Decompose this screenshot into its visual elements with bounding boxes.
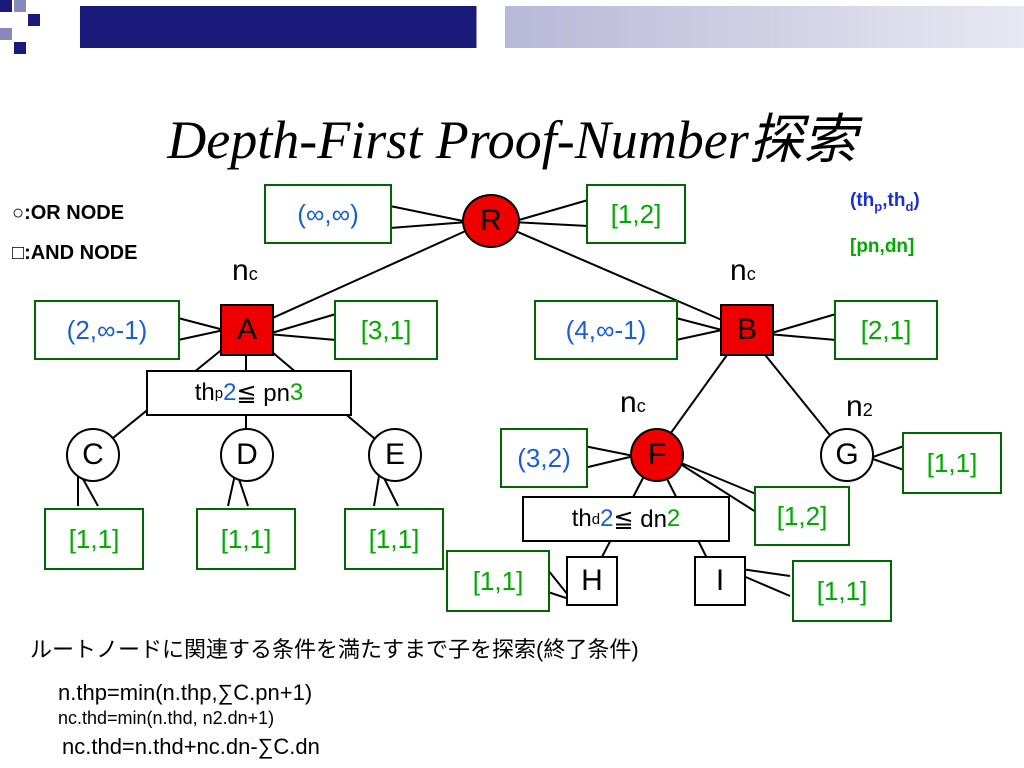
corner-decoration [0, 0, 80, 60]
callout-f-threshold: (3,2) [500, 428, 588, 488]
callout-r-pn: [1,2] [586, 184, 686, 244]
label-nc-left: nc [232, 254, 258, 287]
callout-i-pn: [1,1] [792, 560, 892, 622]
label-n2-g: n2 [846, 390, 873, 423]
header-bar [80, 6, 1024, 48]
node-i[interactable]: I [694, 556, 746, 606]
callout-b-pn: [2,1] [834, 300, 938, 360]
callout-a-pn: [3,1] [334, 300, 438, 360]
callout-a-threshold: (2,∞-1) [34, 300, 180, 360]
callout-f-pn: [1,2] [754, 486, 850, 546]
callout-r-threshold: (∞,∞) [264, 184, 392, 244]
callout-e-pn: [1,1] [344, 508, 444, 570]
node-e[interactable]: E [368, 428, 422, 482]
callout-h-pn: [1,1] [446, 550, 550, 612]
label-nc-f: nc [620, 386, 646, 419]
label-nc-right: nc [730, 254, 756, 287]
formula-nc-thd: nc.thd=n.thd+nc.dn-∑C.dn [62, 734, 320, 759]
formula-nc-thd-min: nc.thd=min(n.thd, n2.dn+1) [58, 708, 275, 728]
legend-or-node: ○:OR NODE [12, 202, 125, 224]
node-f[interactable]: F [630, 428, 684, 482]
node-b[interactable]: B [720, 304, 774, 356]
notation-pn-dn: [pn,dn] [850, 236, 915, 257]
termination-condition-text: ルートノードに関連する条件を満たすまで子を探索(終了条件) [30, 637, 639, 662]
node-a[interactable]: A [220, 304, 274, 356]
page-title: Depth-First Proof-Number探索 [167, 110, 857, 170]
node-g[interactable]: G [820, 428, 874, 482]
node-d[interactable]: D [220, 428, 274, 482]
notation-threshold: (thp,thd) [850, 190, 920, 214]
formula-thp: n.thp=min(n.thp,∑C.pn+1) [58, 680, 313, 705]
node-c[interactable]: C [66, 428, 120, 482]
callout-d-pn: [1,1] [196, 508, 296, 570]
callout-c-pn: [1,1] [44, 508, 144, 570]
callout-g-pn: [1,1] [902, 432, 1002, 494]
callout-b-threshold: (4,∞-1) [534, 300, 678, 360]
node-h[interactable]: H [566, 556, 618, 606]
node-r[interactable]: R [462, 194, 520, 248]
legend-and-node: □:AND NODE [12, 242, 138, 264]
